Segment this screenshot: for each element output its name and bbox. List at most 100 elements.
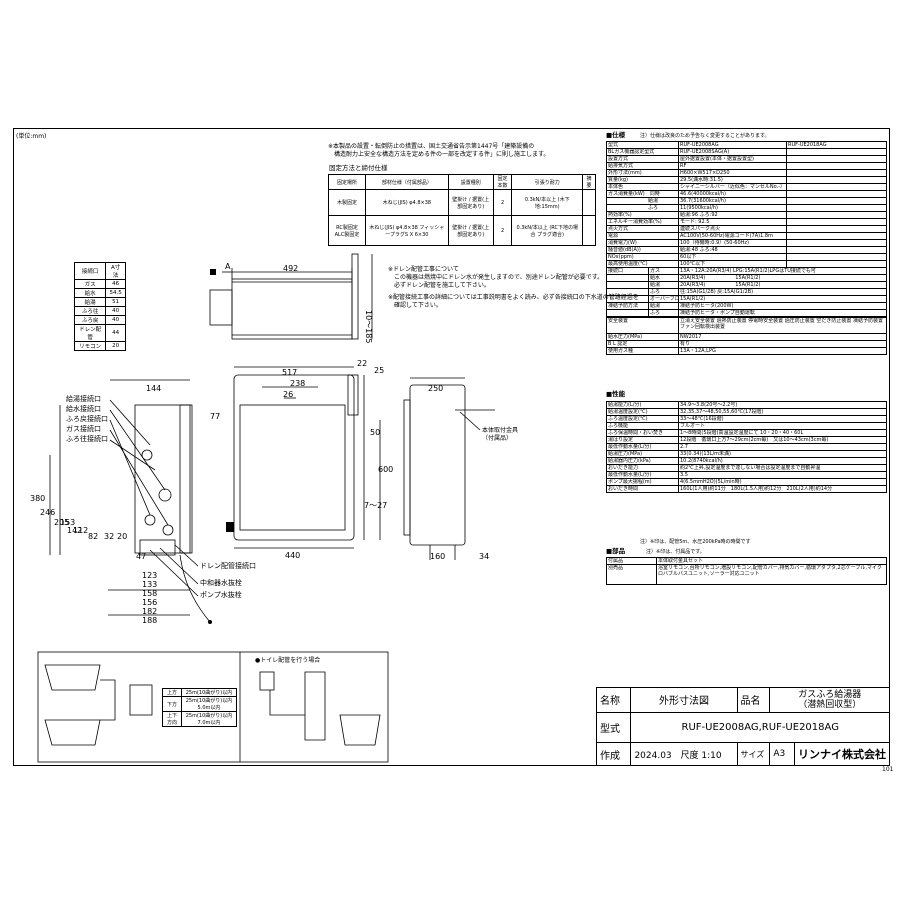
dim-bottom-188: 188 <box>142 616 158 625</box>
spec-cell: RUF-UE2018AG <box>786 141 887 149</box>
spec-cell: ガス消費量(kW) 同時 <box>606 190 679 198</box>
spec-title-note: 注）仕様は改良のため予告なく変更することがあります。 <box>640 133 770 139</box>
spec-misc-cell: NW2017 <box>678 332 887 341</box>
drain-note-4: ※配管接続工事の詳細については工事説明書をよく読み、必ず各接続口の下水道の管路経… <box>388 294 639 301</box>
install-notice-line-1: ※本製品の設置・転倒防止の措置は、国土交通省告示第1447号「建築設備の <box>328 143 535 150</box>
perf-cell: フルオート <box>678 422 887 430</box>
spec-misc-cell: 給水圧力(MPa) <box>606 332 679 341</box>
top-view-body <box>231 278 353 340</box>
spec-connect-cell: 給湯 <box>648 281 679 290</box>
spec-cell: 連続スパーク点火 <box>678 225 787 233</box>
spec-connect-cell: ガス <box>648 267 679 276</box>
dim-left-205: 205 <box>54 518 70 527</box>
dim-top-width: 492 <box>283 264 299 273</box>
tb-company: リンナイ株式会社 <box>794 742 890 766</box>
spec-cell <box>786 155 887 163</box>
spec-safety-value: 立消え安全装置 過熱防止装置 停電時安全装置 過圧防止装置 空だき防止装置 凍結… <box>678 316 887 334</box>
spec-cell: 点火方式 <box>606 225 679 233</box>
parts-value: 本体取付金具セット <box>656 557 887 565</box>
drawing-frame <box>13 128 890 766</box>
spec-cell <box>786 176 887 184</box>
spec-safety-label: 安全装置 <box>606 316 679 334</box>
dim-side-160: 160 <box>430 552 446 561</box>
conn-name: リモコン <box>73 341 107 351</box>
dim-left-142: 142 <box>67 526 83 535</box>
dim-front-50: 50 <box>370 428 381 437</box>
perf-cell: おいだき能力 <box>606 464 679 472</box>
spec-connect-cell <box>606 274 649 283</box>
perf-cell: 給湯能力(L/分) <box>606 401 679 409</box>
spec-cell <box>786 225 887 233</box>
spec-row: 設置方式屋外据置設置(本体・据置設置型) <box>606 155 887 163</box>
perf-cell: 給湯温度設定(℃) <box>606 408 679 416</box>
dim-left-20: 20 <box>117 532 128 541</box>
drain-note-1: ※ドレン配管工事について <box>388 266 459 273</box>
piping-diagram-frame <box>37 651 389 763</box>
spec-connect-cell <box>606 288 649 297</box>
dim-bottom-158: 158 <box>142 589 158 598</box>
parts-title: ■部品 <box>606 547 626 555</box>
spec-row: 騒音値(dB(A))給湯:48 ふろ:48 <box>606 246 887 254</box>
perf-table: 給湯能力(L/分)34.9〜3.8(20号〜2.2号)給湯温度設定(℃)32,3… <box>606 401 887 493</box>
spec-cell <box>786 148 887 156</box>
spec-cell <box>786 218 887 226</box>
perf-note: 注）※印は、配管5m、水圧200kPa時の時間です <box>640 539 751 545</box>
spec-row: 本体色シャイニーシルバー（近似色：マンセルNo.-） <box>606 183 887 191</box>
spec-row: 消費電力(W)100（待機時:0.9）(50-60Hz) <box>606 239 887 247</box>
dim-bottom-133: 133 <box>142 580 158 589</box>
spec-cell: 設置方式 <box>606 155 679 163</box>
tb-date-value: 2024.03 尺度 1:10 <box>630 742 738 766</box>
dim-front-77: 77 <box>210 412 221 421</box>
left-view-body <box>134 404 191 554</box>
spec-connect-cell <box>606 295 649 304</box>
spec-connect-cell: オーバーフロー <box>648 295 679 304</box>
perf-cell: 32,35,37〜48,50,55,60℃(17段階) <box>678 408 887 416</box>
spec-cell: NOx(ppm) <box>606 253 679 261</box>
install-notice-line-2: 構造耐力上安全な構造方法を定める件の一部を改定する件」に則し施工します。 <box>328 151 550 158</box>
fix-cell <box>582 215 596 246</box>
perf-row: 給湯器内圧力(kPa)10.2(8740kcal/h) <box>606 457 887 465</box>
parts-table-wrap: 付属品本体取付金具セット 別売品浴室リモコン,台所リモコン,増設リモコン,配管カ… <box>606 557 887 585</box>
spec-cell: H600×W517×D250 <box>678 169 787 177</box>
callout-neutralizer: 中和器水抜栓 <box>200 579 242 587</box>
spec-freeze-cell: 凍結予防ヒータ(200W) <box>678 302 887 311</box>
tb-product-label: 品名 <box>736 687 771 713</box>
spec-connect-cell: 20A(R3/4) 15A(R1/2) <box>678 274 887 283</box>
perf-cell: おいだき時間 <box>606 485 679 493</box>
perf-cell: ふろ機能 <box>606 422 679 430</box>
perf-row: おいだき能力約2℃上昇,設定温度まで達しない場合は設定温度まで自動昇温 <box>606 464 887 472</box>
spec-cell: 給湯:48 ふろ:48 <box>678 246 787 254</box>
dim-front-600: 600 <box>378 465 394 474</box>
fix-cell: 木製固定 <box>328 189 366 216</box>
fix-cell: 0.3kN/本以上 (RC下地の場合 プラグ適合) <box>511 215 584 246</box>
spec-cell: 36.7(31600kcal/h) <box>678 197 787 205</box>
spec-cell: 給排気方式 <box>606 162 679 170</box>
parts-note: 注）※印は、付属品です。 <box>646 549 705 555</box>
dim-bottom-47: 47 <box>136 552 147 561</box>
dim-left-153: 153 <box>60 518 76 527</box>
tb-product-line-1: ガスふろ給湯器 <box>798 689 862 700</box>
spec-row: NOx(ppm)60以下 <box>606 253 887 261</box>
dim-front-440: 440 <box>285 551 301 560</box>
dim-top-a: A <box>225 262 231 271</box>
spec-cell: AC100V(50-60Hz)電源コード(7A)1.8m <box>678 232 787 240</box>
fix-cell: 0.3kN/本以上 (木下地:15mm) <box>511 189 584 216</box>
tb-model-label: 型式 <box>595 711 632 744</box>
fix-cell: RC製固定 ALC製固定 <box>328 215 366 246</box>
spec-cell: 消費電力(W) <box>606 239 679 247</box>
spec-cell <box>786 253 887 261</box>
spec-misc-cell: 13A・12A,LPG <box>678 346 887 355</box>
perf-row: 最低作動水量(L/分)2.7 <box>606 443 887 451</box>
sheet-number: 101 <box>882 766 894 773</box>
perf-cell: 34.9〜3.8(20号〜2.2号) <box>678 401 887 409</box>
spec-cell: RF <box>678 162 787 170</box>
